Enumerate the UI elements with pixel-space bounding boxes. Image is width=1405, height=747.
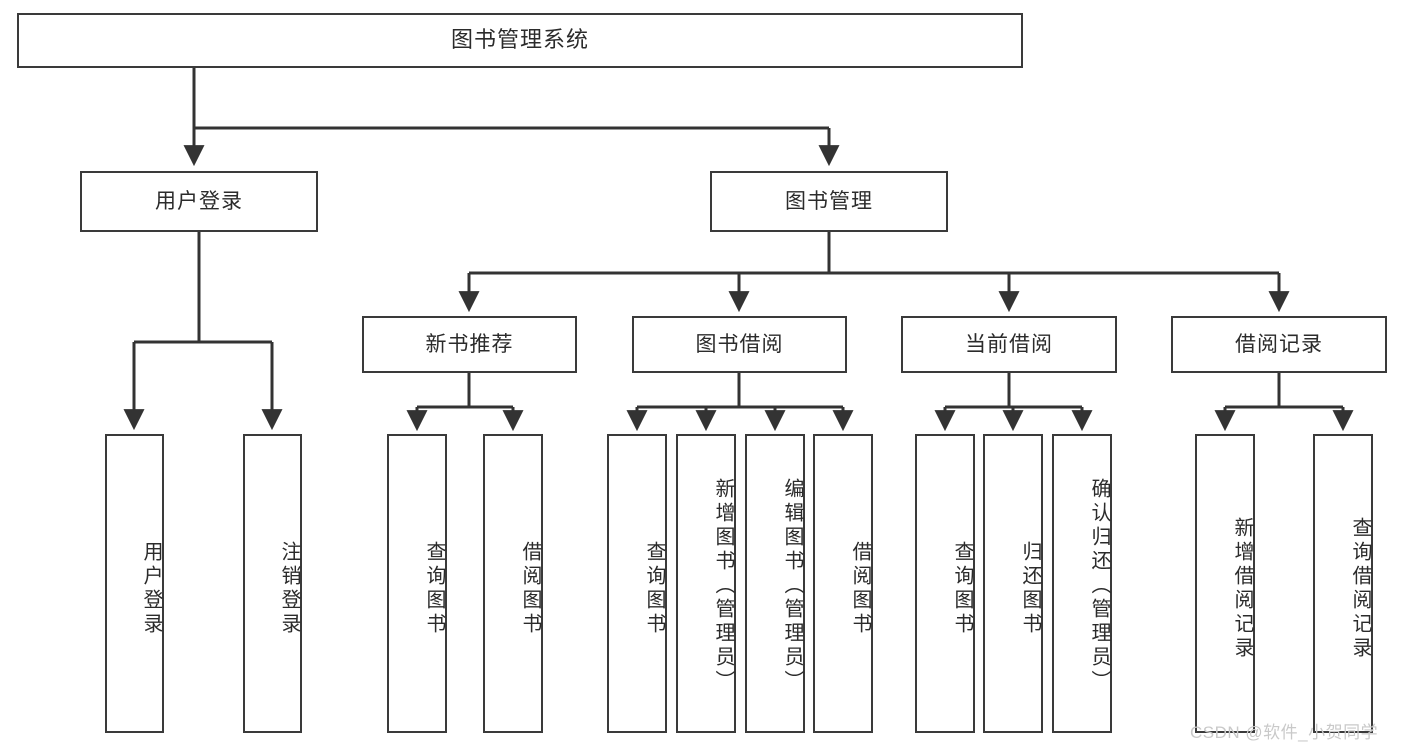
node-book-borrow[interactable]: 图书借阅 (632, 316, 847, 373)
node-root[interactable]: 图书管理系统 (17, 13, 1023, 68)
node-user-login-label: 用户登录 (155, 189, 243, 213)
node-leaf-return-book[interactable]: 归还图书 (983, 434, 1043, 733)
edges-borrow-record-to-leaves (1214, 373, 1354, 432)
node-leaf-query-record[interactable]: 查询借阅记录 (1313, 434, 1373, 733)
node-new-book-recommend-label: 新书推荐 (425, 332, 514, 356)
node-new-book-recommend[interactable]: 新书推荐 (362, 316, 577, 373)
node-leaf-borrow-book-2-label: 借阅图书 (849, 540, 871, 637)
edges-book-borrow-to-leaves (626, 373, 854, 432)
node-leaf-confirm-return[interactable]: 确认归还（管理员） (1052, 434, 1112, 733)
node-leaf-logout-label: 注销登录 (278, 540, 300, 637)
node-leaf-add-book-label: 新增图书（管理员） (712, 477, 734, 694)
csdn-watermark: CSDN @软件_小贺同学 (1190, 723, 1379, 742)
node-borrow-record-label: 借阅记录 (1235, 332, 1323, 356)
node-leaf-user-login[interactable]: 用户登录 (105, 434, 164, 733)
node-leaf-confirm-return-label: 确认归还（管理员） (1088, 477, 1110, 694)
node-root-label: 图书管理系统 (450, 27, 589, 53)
edges-user-login-to-leaves (123, 232, 283, 431)
node-book-manage-label: 图书管理 (785, 189, 873, 213)
node-leaf-edit-book[interactable]: 编辑图书（管理员） (745, 434, 805, 733)
node-leaf-return-book-label: 归还图书 (1019, 540, 1041, 637)
node-leaf-logout[interactable]: 注销登录 (243, 434, 302, 733)
node-leaf-query-book-3[interactable]: 查询图书 (915, 434, 975, 733)
node-leaf-query-book-2-label: 查询图书 (643, 540, 665, 637)
edges-book-manage-to-level3 (458, 232, 1290, 313)
node-leaf-query-book-1[interactable]: 查询图书 (387, 434, 447, 733)
node-leaf-edit-book-label: 编辑图书（管理员） (781, 477, 803, 694)
node-leaf-query-book-2[interactable]: 查询图书 (607, 434, 667, 733)
node-leaf-add-book[interactable]: 新增图书（管理员） (676, 434, 736, 733)
node-leaf-add-record-label: 新增借阅记录 (1231, 516, 1253, 661)
node-current-borrow[interactable]: 当前借阅 (901, 316, 1117, 373)
node-user-login[interactable]: 用户登录 (80, 171, 318, 232)
node-current-borrow-label: 当前借阅 (965, 332, 1053, 356)
node-leaf-borrow-book-1[interactable]: 借阅图书 (483, 434, 543, 733)
node-book-borrow-label: 图书借阅 (695, 332, 784, 356)
node-leaf-query-record-label: 查询借阅记录 (1349, 516, 1371, 661)
node-leaf-user-login-label: 用户登录 (140, 540, 162, 637)
node-leaf-query-book-1-label: 查询图书 (423, 540, 445, 637)
edges-new-book-recommend-to-leaves (406, 373, 524, 432)
node-leaf-borrow-book-2[interactable]: 借阅图书 (813, 434, 873, 733)
edges-current-borrow-to-leaves (934, 373, 1093, 432)
node-book-manage[interactable]: 图书管理 (710, 171, 948, 232)
node-leaf-query-book-3-label: 查询图书 (951, 540, 973, 637)
node-leaf-add-record[interactable]: 新增借阅记录 (1195, 434, 1255, 733)
node-borrow-record[interactable]: 借阅记录 (1171, 316, 1387, 373)
edges-root-to-level2 (183, 68, 840, 167)
node-leaf-borrow-book-1-label: 借阅图书 (519, 540, 541, 637)
